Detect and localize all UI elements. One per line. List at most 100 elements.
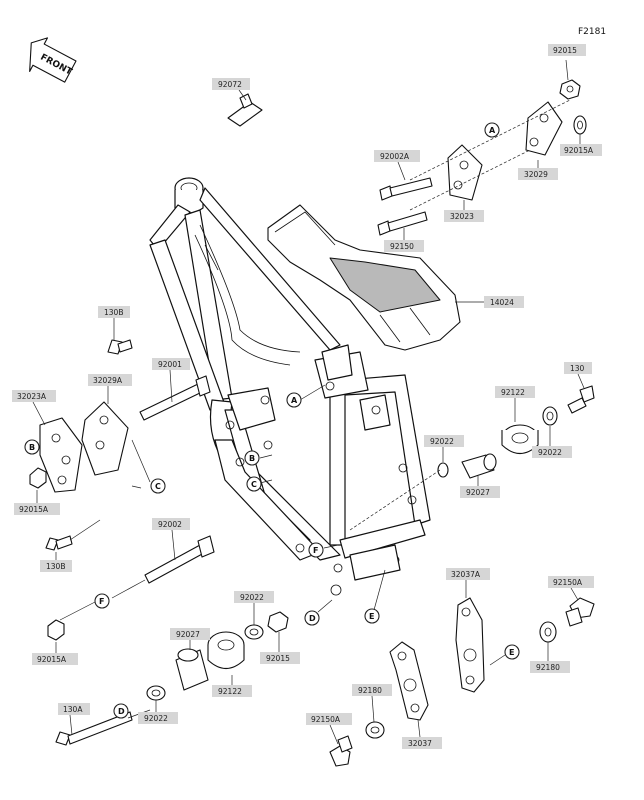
callout-letter: F — [99, 597, 104, 606]
callout-letter: D — [118, 707, 125, 716]
callout-letter: C — [155, 482, 161, 491]
label-32023A: 32023A — [12, 390, 56, 402]
label-92015A-bottom: 92015A — [32, 653, 78, 665]
label-92002A: 92002A — [374, 150, 420, 162]
bolt-part-92150A-right — [565, 597, 595, 627]
callout-letter: D — [309, 614, 316, 623]
label-text: 92015 — [553, 46, 577, 55]
label-text: 92150A — [553, 578, 583, 587]
label-92015-top: 92015 — [548, 44, 586, 56]
label-text: 32023A — [17, 392, 47, 401]
cover-part-14024 — [267, 204, 461, 351]
bolt-part-92001 — [139, 375, 211, 421]
clamp-part-92072 — [227, 93, 263, 127]
label-92150A-right: 92150A — [548, 576, 594, 588]
callout-e-frame: E — [364, 608, 380, 624]
bushing-part-92122-bottom — [207, 631, 245, 670]
callout-d-frame: D — [304, 610, 320, 626]
callout-letter: F — [313, 546, 318, 555]
label-text: 32029 — [524, 170, 548, 179]
label-130B-bottom: 130B — [40, 560, 72, 572]
label-92180-bottom: 92180 — [352, 684, 392, 696]
label-text: 92022 — [538, 448, 562, 457]
link-part-32037A — [455, 597, 485, 693]
bolt-part-92002 — [144, 535, 215, 584]
label-92027-bottom: 92027 — [170, 628, 210, 640]
washer-part-92180-bottom — [365, 721, 385, 739]
callout-c-frame: C — [246, 476, 262, 492]
label-text: 32029A — [93, 376, 123, 385]
callout-f-frame: F — [308, 542, 324, 558]
label-text: 92022 — [240, 593, 264, 602]
sleeve-part-92027-right — [461, 453, 497, 479]
plate-part-32029A — [81, 401, 129, 476]
label-text: 92072 — [218, 80, 242, 89]
plate-part-32023A — [39, 417, 83, 493]
label-text: 130B — [46, 562, 65, 571]
figure-code: F2181 — [578, 27, 606, 37]
nut-part-92015A-left — [29, 467, 47, 489]
label-text: 92180 — [536, 663, 560, 672]
label-32037: 32037 — [402, 737, 442, 749]
label-92001: 92001 — [152, 358, 190, 370]
label-text: 92022 — [430, 437, 454, 446]
label-92022-bottom-left: 92022 — [138, 712, 178, 724]
label-92022-right: 92022 — [532, 446, 572, 458]
label-text: 92150A — [311, 715, 341, 724]
washer-part-92022-bottom-center — [244, 624, 264, 640]
label-130A: 130A — [58, 703, 90, 715]
washer-part-92022-right — [542, 406, 558, 426]
label-92150: 92150 — [384, 240, 424, 252]
callout-letter: C — [251, 480, 257, 489]
plate-part-32029 — [525, 101, 563, 156]
washer-part-92022-bottom-left — [146, 685, 166, 701]
callout-letter: E — [369, 612, 374, 621]
sleeve-part-92027-bottom — [175, 648, 209, 691]
label-92022-mid: 92022 — [424, 435, 464, 447]
label-14024: 14024 — [484, 296, 524, 308]
nut-part-92015A-bottom — [47, 619, 65, 641]
label-text: 130A — [63, 705, 83, 714]
label-92072: 92072 — [212, 78, 250, 90]
callout-f-left: F — [94, 593, 110, 609]
label-text: 14024 — [490, 298, 514, 307]
label-text: 92002A — [380, 152, 410, 161]
nut-part-92015-top — [559, 79, 581, 100]
label-92180-right: 92180 — [530, 661, 570, 673]
callout-a-frame: A — [286, 392, 302, 408]
callout-a-upper: A — [484, 122, 500, 138]
label-text: 92015A — [19, 505, 49, 514]
washer-part-92180-right — [539, 621, 557, 643]
label-92122-bottom: 92122 — [212, 685, 252, 697]
callout-c-left: C — [150, 478, 166, 494]
washer-part-92022-mid — [437, 462, 449, 478]
label-92122-right: 92122 — [495, 386, 535, 398]
label-130B-top: 130B — [98, 306, 130, 318]
label-text: 92180 — [358, 686, 382, 695]
label-32023: 32023 — [444, 210, 484, 222]
label-92015-bottom: 92015 — [260, 652, 300, 664]
label-text: 92015A — [37, 655, 67, 664]
bolt-part-92150A-bottom — [329, 735, 353, 767]
bolt-part-130B-bottom — [45, 535, 73, 551]
label-text: 92150 — [390, 242, 414, 251]
label-text: 32037A — [451, 570, 481, 579]
label-text: 92002 — [158, 520, 182, 529]
label-text: 92001 — [158, 360, 182, 369]
label-text: 92015 — [266, 654, 290, 663]
plate-part-32023 — [447, 144, 483, 201]
label-text: 92015A — [564, 146, 594, 155]
label-text: 92027 — [176, 630, 200, 639]
washer-part-92015A-top — [573, 115, 587, 135]
nut-part-92015-bottom — [267, 611, 289, 633]
label-text: 92027 — [466, 488, 490, 497]
label-text: 92022 — [144, 714, 168, 723]
callout-e-right: E — [504, 644, 520, 660]
label-text: 92122 — [501, 388, 525, 397]
callout-letter: A — [489, 126, 496, 135]
label-92150A-bottom: 92150A — [306, 713, 352, 725]
callout-letter: A — [291, 396, 298, 405]
label-92015A-left: 92015A — [14, 503, 60, 515]
label-text: 130B — [104, 308, 123, 317]
